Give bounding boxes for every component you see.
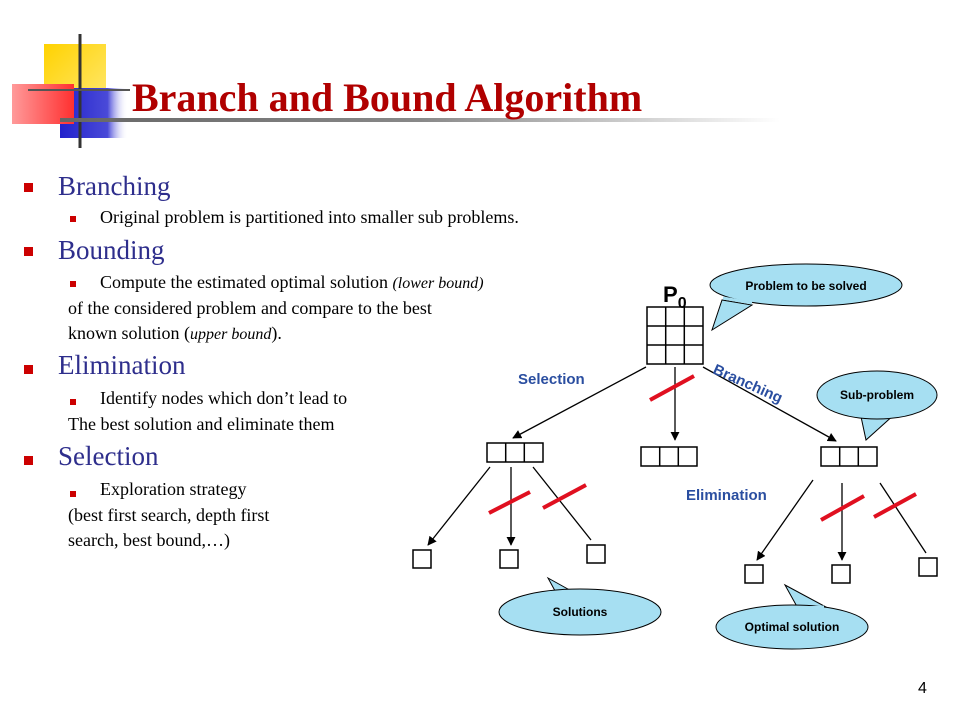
bounding-item: Compute the estimated optimal solution (…: [100, 272, 484, 293]
bullet-marker: [70, 216, 76, 222]
bounding-line-3: known solution (upper bound).: [68, 323, 282, 344]
callout-problem-text: Problem to be solved: [745, 279, 866, 293]
bullet-marker: [24, 365, 33, 374]
root-label-subscript: 0: [678, 295, 687, 312]
edge-right-1: [756, 479, 814, 561]
leaf-nodes: [412, 544, 938, 584]
callout-solutions: Solutions: [498, 576, 662, 636]
heading-elimination: Elimination: [58, 350, 186, 380]
page-number: 4: [918, 680, 927, 697]
label-selection: Selection: [518, 371, 585, 388]
callout-optimal-text: Optimal solution: [745, 620, 840, 634]
bullet-marker: [24, 183, 33, 192]
slide-title: Branch and Bound Algorithm: [132, 75, 643, 120]
subproblem-node-middle: [640, 446, 698, 467]
subproblem-node-left: [486, 442, 544, 463]
subproblem-node-right: [820, 446, 878, 467]
label-branching: Branching: [710, 361, 785, 407]
leaf-node: [918, 557, 938, 577]
elimination-mark: [873, 492, 917, 519]
leaf-node: [744, 564, 764, 584]
heading-branching: Branching: [58, 171, 171, 201]
leaf-node: [586, 544, 606, 564]
slide-decoration: [12, 34, 130, 148]
heading-bounding: Bounding: [58, 235, 165, 265]
bounding-line-3-text: known solution (: [68, 323, 191, 343]
bounding-item-italic: (lower bound): [392, 275, 484, 292]
bounding-line-3-italic: upper bound: [190, 326, 272, 343]
selection-line-3: search, best bound,…): [68, 530, 230, 550]
callout-problem: Problem to be solved: [709, 263, 903, 332]
label-elimination: Elimination: [686, 487, 767, 504]
bounding-line-2: of the considered problem and compare to…: [68, 298, 432, 318]
callout-subproblem: Sub-problem: [816, 370, 938, 441]
edge-root-right: [702, 366, 837, 442]
edge-root-left: [512, 366, 647, 439]
elimination-mark: [542, 483, 587, 510]
bounding-item-text: Compute the estimated optimal solution: [100, 272, 393, 292]
root-node: [646, 306, 704, 365]
edge-right-3: [879, 482, 927, 554]
bounding-line-3-end: ).: [271, 323, 282, 343]
bullet-marker: [70, 491, 76, 497]
elimination-mark: [488, 490, 531, 515]
root-label-p: P: [663, 282, 678, 307]
elimination-item: Identify nodes which don’t lead to: [100, 388, 348, 408]
elimination-mark: [649, 374, 695, 402]
heading-selection: Selection: [58, 441, 159, 471]
bullet-marker: [70, 399, 76, 405]
callout-optimal: Optimal solution: [715, 583, 869, 650]
leaf-node: [412, 549, 432, 569]
elimination-mark: [820, 494, 865, 522]
leaf-node: [831, 564, 851, 584]
edge-left-3: [532, 466, 592, 541]
title-underline: [60, 118, 780, 122]
bullet-marker: [24, 247, 33, 256]
selection-line-2: (best first search, depth first: [68, 505, 270, 525]
root-label: P0: [663, 282, 687, 312]
selection-item: Exploration strategy: [100, 479, 247, 499]
bullet-marker: [70, 281, 76, 287]
bullet-marker: [24, 456, 33, 465]
branching-item: Original problem is partitioned into sma…: [100, 207, 519, 227]
callout-solutions-text: Solutions: [553, 605, 608, 619]
edge-left-1: [427, 466, 491, 546]
elimination-line-2: The best solution and eliminate them: [68, 414, 335, 434]
callout-subproblem-text: Sub-problem: [840, 388, 914, 402]
leaf-node: [499, 549, 519, 569]
